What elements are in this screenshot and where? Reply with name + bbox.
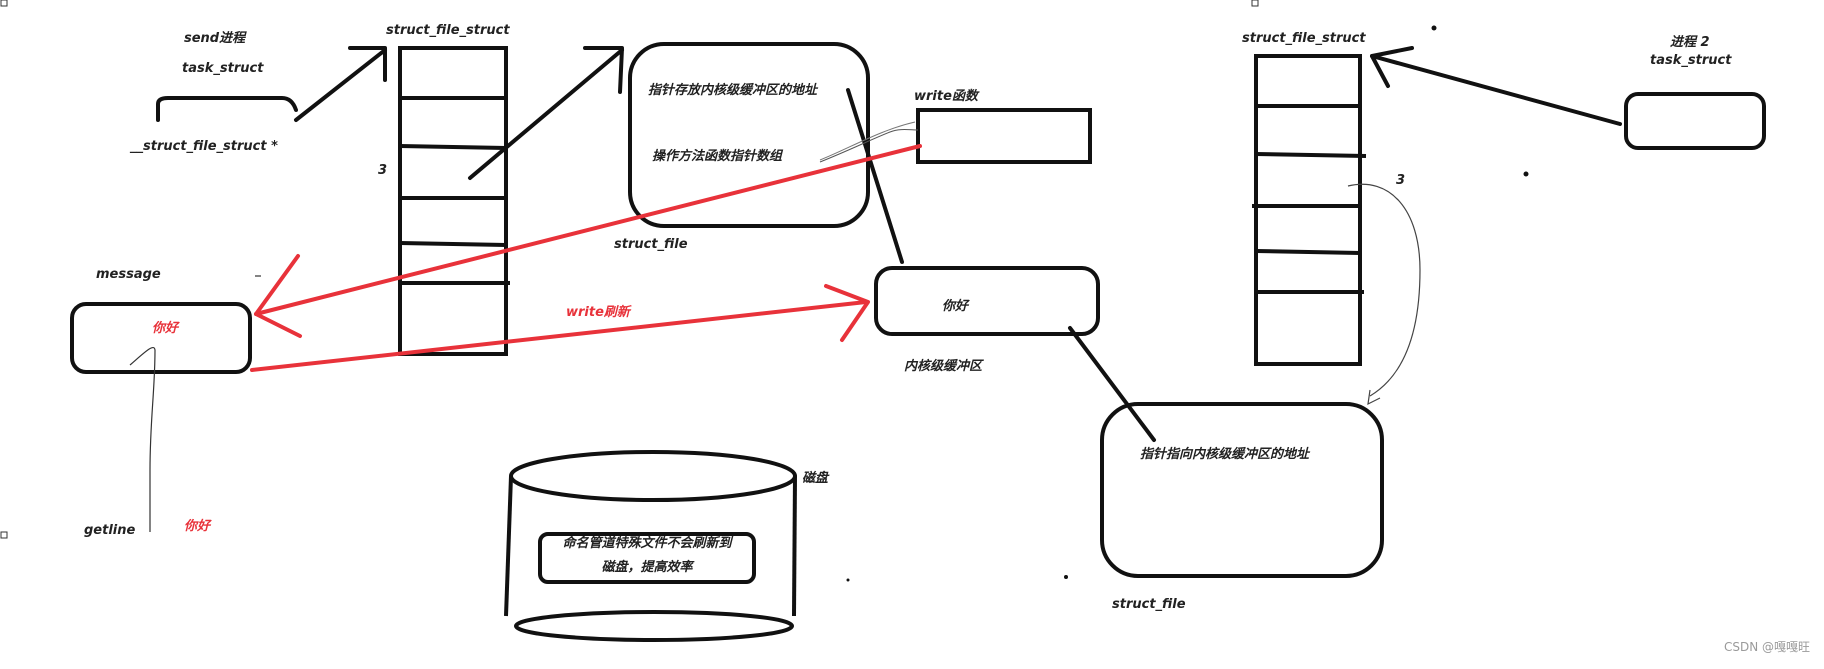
arrow-task-to-files-left-head: [348, 46, 387, 82]
label-struct-file-left: struct_file: [614, 237, 688, 252]
task-struct-right-box: [1624, 92, 1766, 150]
task-struct-left-bracket: [156, 96, 298, 122]
label-send-process: send进程: [184, 31, 246, 46]
label-task-struct-right: task_struct: [1650, 53, 1732, 68]
watermark: CSDN @嘎嘎旺: [1723, 640, 1810, 654]
label-struct-file-struct-left: struct_file_struct: [386, 23, 510, 38]
label-getline-content: 你好: [184, 519, 211, 534]
write-function-connector: [819, 129, 919, 163]
label-write-flush: write刷新: [566, 305, 630, 320]
label-disk: 磁盘: [802, 471, 829, 486]
label-kernel-buffer: 内核级缓冲区: [904, 359, 983, 374]
label-struct-file-struct-ptr: __struct_file_struct *: [130, 139, 278, 154]
label-fd-3-right: 3: [1396, 173, 1406, 188]
line-struct-file-to-buffer: [846, 88, 904, 264]
label-message-content: 你好: [152, 321, 179, 336]
label-struct-file-struct-right: struct_file_struct: [1242, 31, 1366, 46]
label-disk-note-line2: 磁盘，提高效率: [601, 560, 693, 575]
getline-line: [129, 346, 156, 532]
file-struct-table-right: [1254, 54, 1362, 366]
label-struct-file-line2: 操作方法函数指针数组: [652, 149, 783, 164]
disk-note-box: [538, 532, 756, 584]
label-process2: 进程 2: [1670, 35, 1710, 50]
stray-dot: [1064, 575, 1068, 579]
line-buffer-to-right-struct-file: [1068, 326, 1156, 442]
red-arrow-write-flush: [250, 300, 868, 372]
kernel-buffer-box: [874, 266, 1100, 336]
file-struct-table-left: [398, 46, 508, 356]
message-box: [70, 302, 252, 374]
stray-dot: [1523, 171, 1529, 177]
label-task-struct-left: task_struct: [182, 61, 264, 76]
arrow-task-to-files-left: [294, 48, 387, 122]
stray-dot: [1431, 25, 1437, 31]
red-arrow-write-to-message: [254, 144, 922, 316]
thin-fd-curve-right: [1347, 183, 1421, 397]
disk-top: [509, 450, 797, 502]
label-fd-3-left: 3: [378, 163, 388, 178]
struct-file-box-right: [1100, 402, 1384, 578]
disk-bottom: [514, 610, 794, 642]
label-write-function: write函数: [914, 89, 978, 104]
label-kernel-buffer-content: 你好: [942, 299, 969, 314]
label-struct-file-line1: 指针存放内核级缓冲区的地址: [648, 83, 818, 98]
label-struct-file-box-right: 指针指向内核级缓冲区的地址: [1140, 447, 1310, 462]
arrow-task-to-files-right: [1370, 54, 1622, 126]
write-function-box: [916, 108, 1092, 164]
label-message: message: [96, 267, 161, 282]
label-disk-note-line1: 命名管道特殊文件不会刷新到: [562, 536, 732, 551]
label-getline: getline: [84, 523, 136, 538]
label-struct-file-right: struct_file: [1112, 597, 1186, 612]
struct-file-box-left: [628, 42, 870, 228]
arrow-fd-to-struct-file: [468, 48, 624, 180]
stray-dot: [846, 578, 850, 582]
arrow-fd-to-struct-file-head: [583, 46, 624, 94]
